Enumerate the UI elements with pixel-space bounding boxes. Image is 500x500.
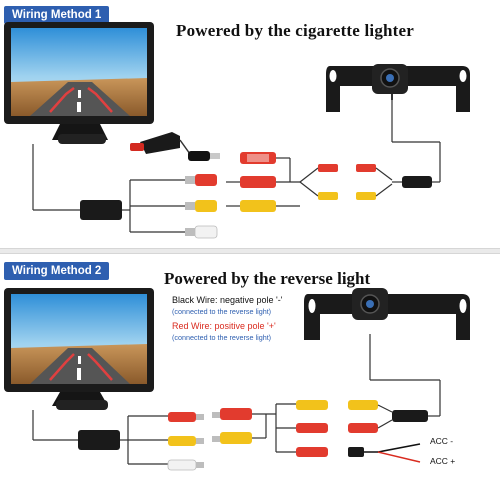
extension-cable-red-mid-icon	[240, 176, 276, 188]
black-wire-label: Black Wire:	[172, 295, 218, 305]
wiring-method-2-title: Powered by the reverse light	[164, 269, 371, 288]
harness-block-icon	[80, 179, 185, 233]
red-wire-label: Red Wire:	[172, 321, 213, 331]
rca-connector-red-icon	[168, 412, 204, 422]
acc-negative-label: ACC -	[430, 436, 454, 446]
license-plate-camera-icon	[304, 288, 470, 340]
wiring-diagram-1	[4, 22, 470, 239]
wiring-diagram-2	[4, 288, 470, 471]
red-wire-text: positive pole '+'	[212, 321, 276, 331]
extension-cable-yellow-icon	[240, 200, 276, 212]
harness-block-icon	[78, 415, 168, 465]
wiring-method-2-panel: Wiring Method 2 Powered by the reverse l…	[0, 250, 500, 500]
monitor-icon	[4, 22, 154, 211]
camera-harness-icon	[299, 96, 441, 200]
monitor-icon	[4, 288, 154, 441]
red-wire-note: Red Wire: positive pole '+'	[172, 321, 276, 331]
rca-connector-red-icon	[185, 174, 217, 186]
black-wire-text: negative pole '-'	[217, 295, 283, 305]
camera-harness-icon	[275, 334, 441, 463]
wiring-method-1-badge: Wiring Method 1	[4, 6, 110, 24]
wiring-method-2-badge: Wiring Method 2	[4, 262, 110, 280]
red-wire-sub: (connected to the reverse light)	[172, 333, 272, 342]
black-wire-sub: (connected to the reverse light)	[172, 307, 272, 316]
rca-connector-white-icon	[185, 225, 218, 239]
extension-cable-red-icon	[212, 408, 252, 420]
extension-cable-yellow-icon	[212, 432, 252, 444]
cigarette-lighter-plug-icon	[130, 132, 220, 161]
acc-positive-label: ACC +	[430, 456, 456, 466]
license-plate-camera-icon	[326, 64, 470, 112]
black-wire-note: Black Wire: negative pole '-'	[172, 295, 283, 305]
extension-cable-red-top-icon	[240, 152, 276, 164]
rca-connector-yellow-icon	[185, 200, 217, 212]
panel-divider	[0, 248, 500, 254]
rca-connector-yellow-icon	[168, 436, 204, 446]
wiring-method-1-title: Powered by the cigarette lighter	[176, 21, 415, 40]
rca-connector-white-icon	[167, 459, 204, 471]
wiring-method-1-panel: Wiring Method 1 Powered by the cigarette…	[4, 6, 470, 239]
